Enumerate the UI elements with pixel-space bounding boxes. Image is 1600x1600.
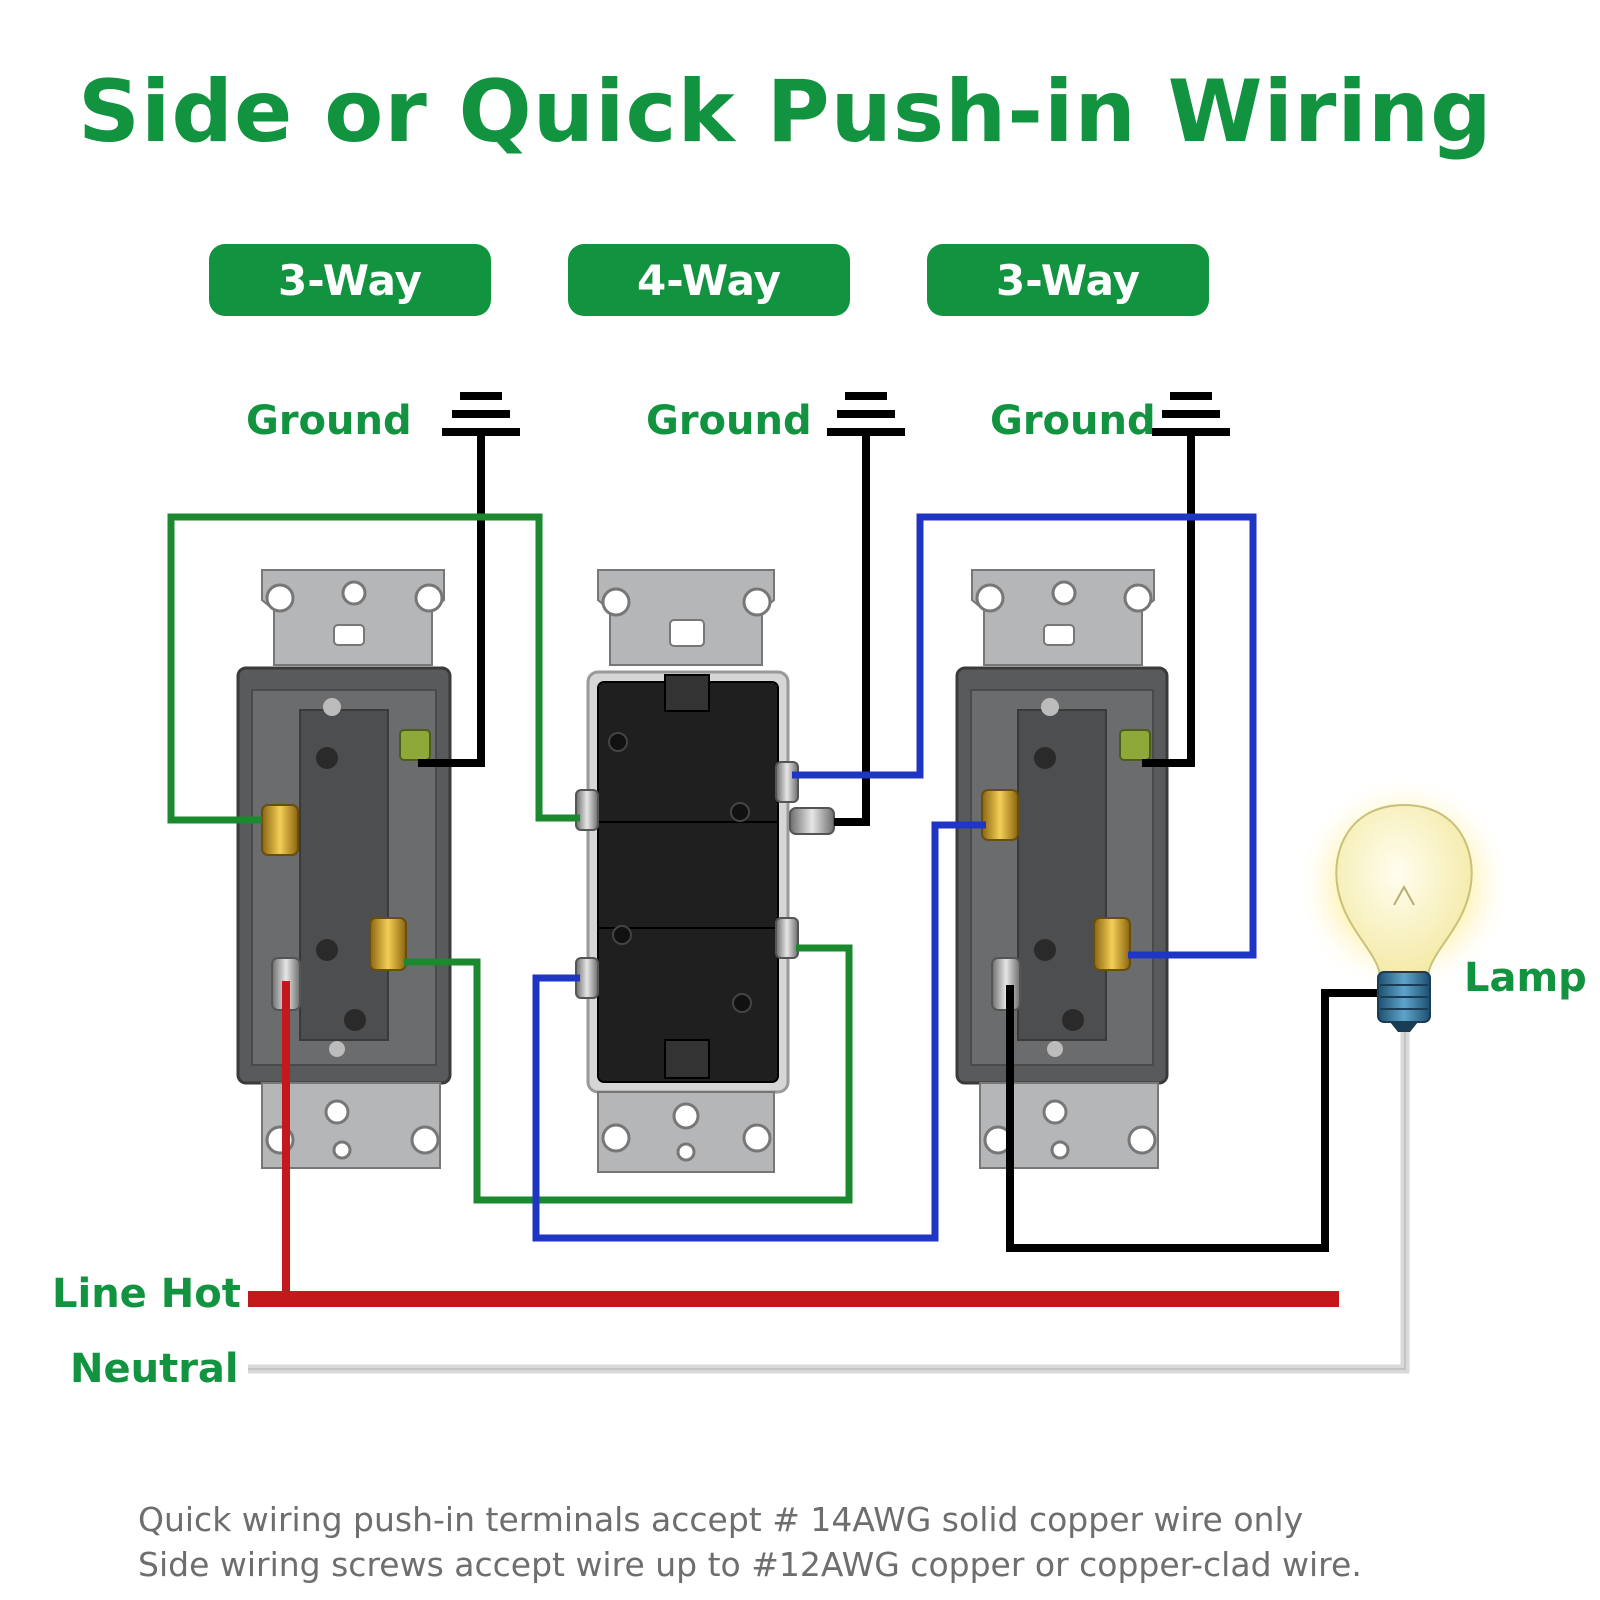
four-way-switch <box>575 569 835 1173</box>
neutral-wire-edge <box>248 1025 1406 1370</box>
switch-label-3way-right: 3-Way <box>927 244 1209 316</box>
page-title: Side or Quick Push-in Wiring <box>78 62 1493 162</box>
ground-symbol-left <box>442 392 520 436</box>
note-push-in: Quick wiring push-in terminals accept # … <box>138 1500 1304 1539</box>
lamp-bulb <box>1294 775 1514 1032</box>
traveler-wire-green-top <box>167 513 580 824</box>
ground-label-left: Ground <box>246 398 412 444</box>
traveler-wire-blue-top <box>792 513 1257 959</box>
switch-label-4way: 4-Way <box>568 244 850 316</box>
traveler-wire-blue-bottom <box>532 821 986 1242</box>
three-way-switch-left <box>236 569 452 1169</box>
line-hot-drop <box>282 981 290 1299</box>
ground-wire-middle <box>834 436 870 826</box>
ground-wire-right <box>1142 436 1195 767</box>
neutral-label: Neutral <box>70 1346 239 1392</box>
ground-label-middle: Ground <box>646 398 812 444</box>
note-side-wiring: Side wiring screws accept wire up to #12… <box>138 1545 1362 1584</box>
traveler-wire-green-bottom <box>404 944 853 1204</box>
ground-symbol-middle <box>827 392 905 436</box>
switch-to-lamp-wire <box>1006 985 1377 1252</box>
switch-label-3way-left: 3-Way <box>209 244 491 316</box>
ground-wire-left <box>418 436 485 767</box>
three-way-switch-right <box>955 569 1169 1169</box>
ground-symbol-right <box>1152 392 1230 436</box>
lamp-label: Lamp <box>1464 955 1587 1001</box>
line-hot-label: Line Hot <box>52 1271 241 1317</box>
ground-label-right: Ground <box>990 398 1156 444</box>
